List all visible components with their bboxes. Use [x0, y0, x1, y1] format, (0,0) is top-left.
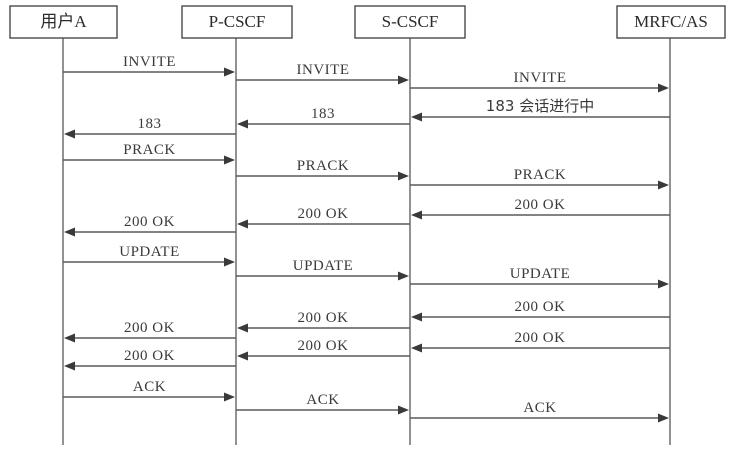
- message-label: 200 OK: [124, 348, 175, 364]
- arrow-head-left: [411, 112, 422, 122]
- message-m24: ACK: [410, 400, 669, 423]
- arrow-head-left: [411, 210, 422, 220]
- message-m16: 200 OK: [411, 299, 670, 322]
- arrow-head-left: [64, 361, 75, 371]
- actor-box-pcscf[interactable]: P-CSCF: [181, 5, 293, 39]
- arrow-head-left: [411, 312, 422, 322]
- message-m23: ACK: [236, 392, 409, 415]
- message-label: PRACK: [514, 167, 567, 183]
- message-m05: 183: [237, 106, 410, 129]
- actor-label: P-CSCF: [209, 12, 266, 31]
- message-m01: INVITE: [63, 54, 235, 77]
- arrow-head-left: [237, 119, 248, 129]
- arrow-head-left: [237, 323, 248, 333]
- arrow-head-right: [658, 180, 669, 190]
- actor-label: 用户A: [40, 12, 87, 31]
- message-label: 183 会话进行中: [486, 97, 594, 115]
- message-m11: 200 OK: [237, 206, 410, 229]
- arrow-head-left: [64, 129, 75, 139]
- message-label: 200 OK: [515, 197, 566, 213]
- message-m03: INVITE: [410, 70, 669, 93]
- arrow-head-right: [224, 257, 235, 267]
- actor-box-scscf[interactable]: S-CSCF: [354, 5, 466, 39]
- actor-box-rect: [181, 5, 293, 39]
- arrow-head-right: [658, 413, 669, 423]
- arrow-head-left: [237, 219, 248, 229]
- message-label: ACK: [523, 400, 556, 416]
- message-m07: PRACK: [63, 142, 235, 165]
- message-m15: UPDATE: [410, 266, 669, 289]
- message-label: 200 OK: [298, 310, 349, 326]
- arrow-head-left: [64, 227, 75, 237]
- arrow-head-left: [64, 333, 75, 343]
- actor-label: S-CSCF: [382, 12, 439, 31]
- actor-box-rect: [354, 5, 466, 39]
- arrow-head-right: [224, 392, 235, 402]
- message-label: INVITE: [514, 70, 567, 86]
- arrow-head-left: [411, 343, 422, 353]
- message-label: 200 OK: [124, 214, 175, 230]
- message-label: ACK: [306, 392, 339, 408]
- message-m17: 200 OK: [237, 310, 410, 333]
- message-m21: 200 OK: [64, 348, 236, 371]
- arrow-head-right: [224, 155, 235, 165]
- arrow-head-right: [224, 67, 235, 77]
- message-label: INVITE: [123, 54, 176, 70]
- arrow-head-right: [398, 171, 409, 181]
- message-m18: 200 OK: [64, 320, 236, 343]
- message-label: UPDATE: [510, 266, 571, 282]
- message-label: INVITE: [297, 62, 350, 78]
- actor-label: MRFC/AS: [634, 12, 708, 31]
- message-label: 200 OK: [298, 338, 349, 354]
- message-label: 183: [311, 106, 335, 122]
- message-label: 200 OK: [298, 206, 349, 222]
- arrow-head-left: [237, 351, 248, 361]
- arrow-head-right: [658, 279, 669, 289]
- message-m22: ACK: [63, 379, 235, 402]
- message-m04: 183 会话进行中: [411, 97, 670, 122]
- message-m14: UPDATE: [236, 258, 409, 281]
- message-m20: 200 OK: [237, 338, 410, 361]
- message-label: 200 OK: [515, 330, 566, 346]
- message-label: PRACK: [297, 158, 350, 174]
- lifelines-layer: [62, 38, 671, 445]
- actor-box-rect: [9, 5, 118, 39]
- message-m12: 200 OK: [64, 214, 236, 237]
- arrow-head-right: [398, 271, 409, 281]
- actor-box-mrfc[interactable]: MRFC/AS: [616, 5, 726, 39]
- arrow-head-right: [658, 83, 669, 93]
- arrow-head-right: [398, 75, 409, 85]
- message-m06: 183: [64, 116, 236, 139]
- actors-layer: 用户A P-CSCF S-CSCF MRFC/AS: [9, 5, 726, 39]
- message-label: 200 OK: [515, 299, 566, 315]
- message-label: UPDATE: [119, 244, 180, 260]
- message-label: 200 OK: [124, 320, 175, 336]
- message-m13: UPDATE: [63, 244, 235, 267]
- arrow-head-right: [398, 405, 409, 415]
- message-label: ACK: [133, 379, 166, 395]
- message-m10: 200 OK: [411, 197, 670, 220]
- actor-box-rect: [616, 5, 726, 39]
- actor-box-ua[interactable]: 用户A: [9, 5, 118, 39]
- message-label: 183: [138, 116, 162, 132]
- message-label: UPDATE: [293, 258, 354, 274]
- message-m02: INVITE: [236, 62, 409, 85]
- message-label: PRACK: [123, 142, 176, 158]
- message-m19: 200 OK: [411, 330, 670, 353]
- message-m08: PRACK: [236, 158, 409, 181]
- message-m09: PRACK: [410, 167, 669, 190]
